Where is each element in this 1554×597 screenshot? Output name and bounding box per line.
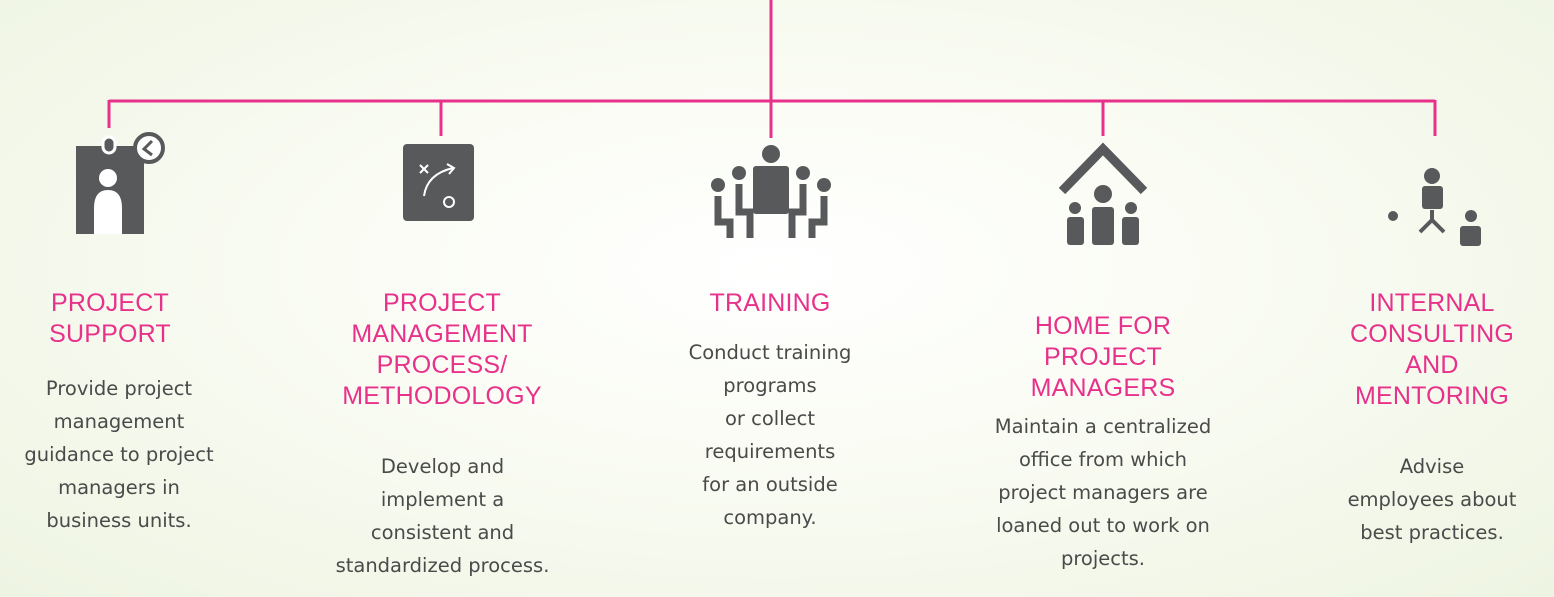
- house-people-icon: [1058, 142, 1148, 245]
- title-project-support: PROJECT SUPPORT: [49, 289, 171, 348]
- title-pm-process: PROJECT MANAGEMENT PROCESS/ METHODOLOGY: [342, 289, 542, 410]
- desc-internal-consulting: Advise employees about best practices.: [1347, 455, 1517, 544]
- title-training: TRAINING: [709, 289, 831, 317]
- title-internal-consulting: INTERNAL CONSULTING AND MENTORING: [1349, 289, 1515, 410]
- mentoring-network-icon: [1388, 168, 1481, 246]
- desc-pm-process: Develop and implement a consistent and s…: [335, 455, 550, 577]
- person-clock-icon: [76, 132, 165, 234]
- meeting-table-icon: [711, 145, 831, 238]
- title-home-for-pms: HOME FOR PROJECT MANAGERS: [1030, 312, 1176, 402]
- play-strategy-icon: [403, 144, 474, 221]
- desc-training: Conduct training programs or collect req…: [688, 341, 852, 529]
- desc-project-support: Provide project management guidance to p…: [24, 377, 214, 532]
- desc-home-for-pms: Maintain a centralized office from which…: [994, 415, 1212, 570]
